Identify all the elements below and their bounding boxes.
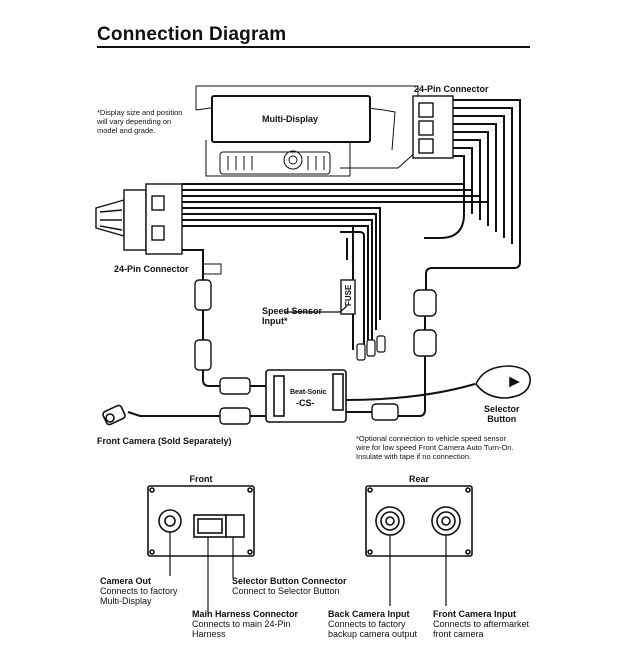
inline-fuse-holders xyxy=(356,335,386,361)
unit-model: -CS- xyxy=(296,398,315,408)
rca-plug xyxy=(219,407,251,425)
rca-plug xyxy=(371,403,399,421)
callout-main-harness: Main Harness Connector Connects to main … xyxy=(192,609,299,639)
fuse xyxy=(340,279,356,315)
main-wire-harness xyxy=(182,99,521,360)
callout-leaders xyxy=(169,532,447,614)
callout-selector-connector: Selector Button Connector Connect to Sel… xyxy=(232,576,347,596)
rear-panel xyxy=(365,485,473,557)
selector-button-label: Selector Button xyxy=(484,404,520,424)
top-24-pin-connector xyxy=(412,95,454,159)
connector-top-label: 24-Pin Connector xyxy=(414,84,489,94)
rca-plug xyxy=(194,279,212,311)
page-title: Connection Diagram xyxy=(97,24,287,45)
multi-display-screen xyxy=(211,95,371,143)
unit-brand: Beat-Sonic xyxy=(290,389,327,396)
title-underline xyxy=(97,46,530,48)
callout-camera-out: Camera Out Connects to factory Multi-Dis… xyxy=(100,576,178,606)
display-note: *Display size and position will vary dep… xyxy=(97,108,183,135)
connector-left-label: 24-Pin Connector xyxy=(114,264,189,274)
control-unit xyxy=(265,369,347,423)
callout-front-camera: Front Camera Input Connects to aftermark… xyxy=(433,609,530,639)
multi-display-label: Multi-Display xyxy=(262,114,319,124)
speed-sensor-note: *Optional connection to vehicle speed se… xyxy=(356,434,514,461)
rca-plug xyxy=(219,377,251,395)
rear-panel-label: Rear xyxy=(408,474,429,484)
selector-button xyxy=(475,365,531,399)
speed-sensor-label: Speed Sensor Input* xyxy=(262,306,323,326)
front-panel-label: Front xyxy=(189,474,213,484)
rca-leads-left xyxy=(182,249,220,387)
rca-plug xyxy=(194,339,212,371)
rca-plug xyxy=(413,329,437,357)
left-24-pin-connector xyxy=(95,183,183,255)
speed-sensor-wire xyxy=(284,305,348,313)
front-camera xyxy=(102,404,126,426)
left-connector-small-tag xyxy=(202,263,222,275)
front-camera-label: Front Camera (Sold Separately) xyxy=(97,436,232,446)
callout-back-camera: Back Camera Input Connects to factory ba… xyxy=(328,609,418,639)
rca-plug xyxy=(413,289,437,317)
front-panel xyxy=(147,485,255,557)
fuse-label: FUSE xyxy=(344,284,353,306)
